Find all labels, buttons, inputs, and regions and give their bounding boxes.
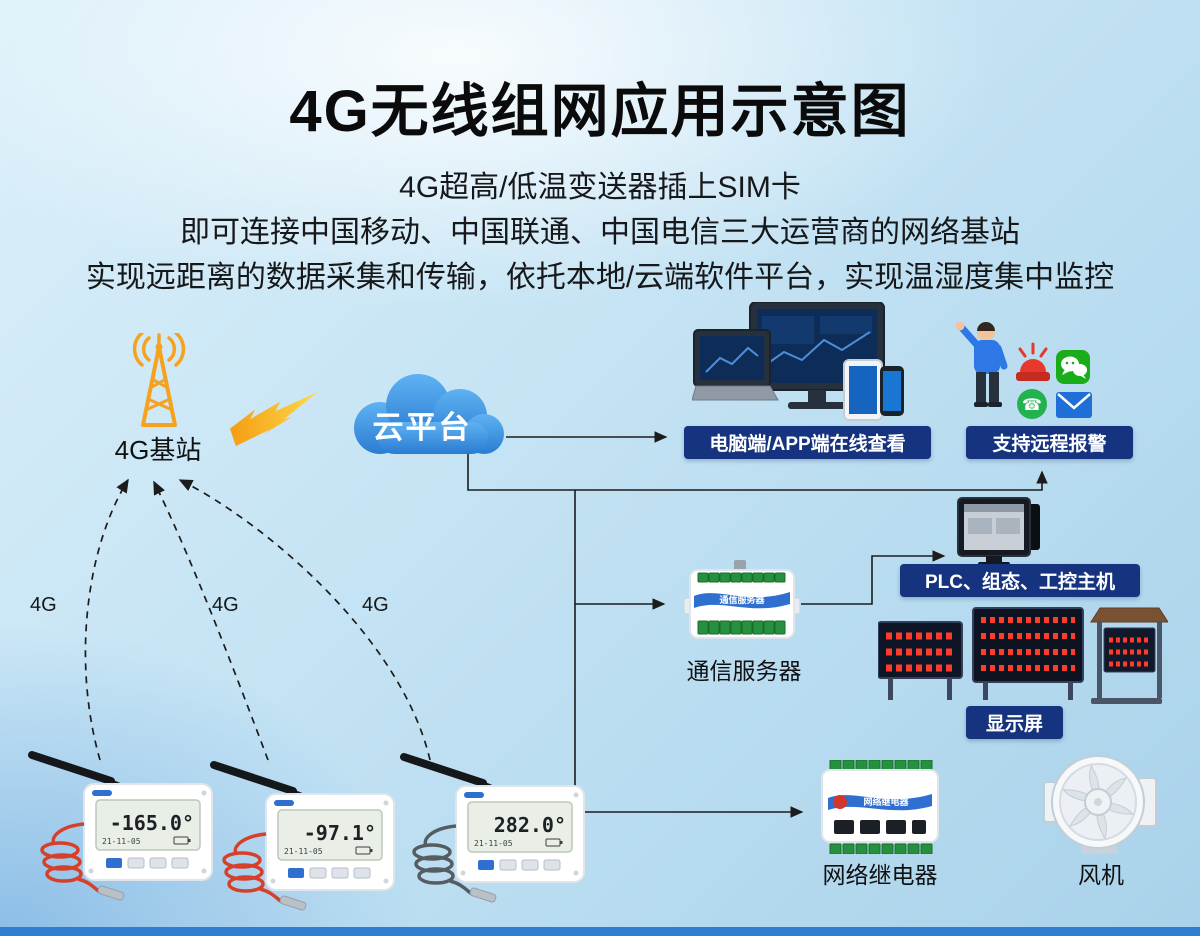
antenna-tower-icon	[132, 331, 186, 427]
lcd-reading: -165.0°	[110, 811, 194, 835]
probe-cable	[222, 832, 284, 904]
relay-terminals-bottom	[829, 843, 933, 854]
temperature-logger: 282.0° 21-11-05	[390, 742, 600, 917]
display-badge: 显示屏	[966, 706, 1063, 739]
lightning-icon	[230, 391, 318, 447]
lcd-screen: -97.1° 21-11-05	[277, 809, 383, 861]
subtitle-line-2: 即可连接中国移动、中国联通、中国电信三大运营商的网络基站	[180, 216, 1020, 249]
wechat-icon	[1056, 350, 1090, 384]
fan-icon	[1043, 755, 1157, 854]
relay-terminals-top	[829, 760, 933, 771]
lcd-reading: -97.1°	[304, 821, 376, 845]
lcd-reading: 282.0°	[494, 813, 566, 837]
temperature-logger: -97.1° 21-11-05	[200, 750, 410, 925]
uplink-4g-label: 4G	[362, 594, 389, 616]
logger-buttons	[478, 859, 561, 871]
probe-tip	[279, 895, 307, 911]
page-title: 4G无线组网应用示意图	[289, 79, 911, 144]
pc-view-badge: 电脑端/APP端在线查看	[684, 426, 931, 459]
subtitle-line-3: 实现远距离的数据采集和传输，依托本地/云端软件平台，实现温湿度集中监控	[85, 261, 1115, 294]
relay-components	[834, 820, 926, 834]
lcd-screen: 282.0° 21-11-05	[467, 801, 573, 853]
comm-server-label: 通信服务器	[686, 658, 802, 684]
cloud-platform-node: 云平台	[336, 366, 508, 466]
relay-branding: 网络继电器	[828, 794, 932, 811]
base-station-node	[103, 331, 215, 438]
probe-cable	[412, 824, 474, 896]
plc-host-icon	[957, 497, 1040, 567]
lcd-date: 21-11-05	[102, 837, 141, 846]
server-device-text: 通信服务器	[719, 594, 765, 605]
remote-alarm-badge: 支持远程报警	[966, 426, 1133, 459]
probe-tip	[469, 887, 497, 903]
cloud-label: 云平台	[372, 410, 472, 445]
comm-server-device: 通信服务器	[684, 560, 800, 639]
temperature-logger: -165.0° 21-11-05	[18, 740, 228, 915]
pc-cluster	[692, 302, 904, 421]
fan-label: 风机	[1078, 862, 1124, 888]
lcd-screen: -165.0° 21-11-05	[95, 799, 201, 851]
relay-device-text: 网络继电器	[863, 796, 909, 807]
svg-text:☎: ☎	[1022, 397, 1042, 414]
laptop-icon	[692, 329, 779, 401]
relay-device: 网络继电器	[821, 760, 939, 854]
lcd-date: 21-11-05	[284, 847, 323, 856]
relay-label: 网络继电器	[822, 862, 938, 888]
cloud-icon	[354, 374, 504, 454]
email-icon	[1056, 392, 1092, 418]
lcd-date: 21-11-05	[474, 839, 513, 848]
phone-call-icon: ☎	[1017, 389, 1047, 419]
led-board-3-icon	[1090, 607, 1168, 704]
tablet-icon	[843, 359, 883, 421]
uplink-4g-label: 4G	[30, 594, 57, 616]
plc-badge: PLC、组态、工控主机	[900, 564, 1140, 597]
server-terminals	[697, 572, 786, 635]
led-board-2-icon	[972, 607, 1084, 700]
probe-tip	[97, 885, 125, 901]
bottom-strip	[0, 927, 1200, 936]
alarm-light-icon	[1016, 342, 1050, 381]
led-displays	[878, 607, 1168, 704]
base-station-label: 4G基站	[114, 435, 202, 465]
logger-buttons	[106, 857, 189, 869]
alert-person-figure: ☎	[955, 321, 1092, 419]
smartphone-icon	[880, 366, 904, 416]
server-branding: 通信服务器	[694, 592, 790, 609]
logger-buttons	[288, 867, 371, 879]
subtitle-line-1: 4G超高/低温变送器插上SIM卡	[399, 171, 801, 204]
person-icon	[955, 321, 1008, 407]
led-board-1-icon	[878, 621, 963, 700]
uplink-4g-label: 4G	[212, 594, 239, 616]
